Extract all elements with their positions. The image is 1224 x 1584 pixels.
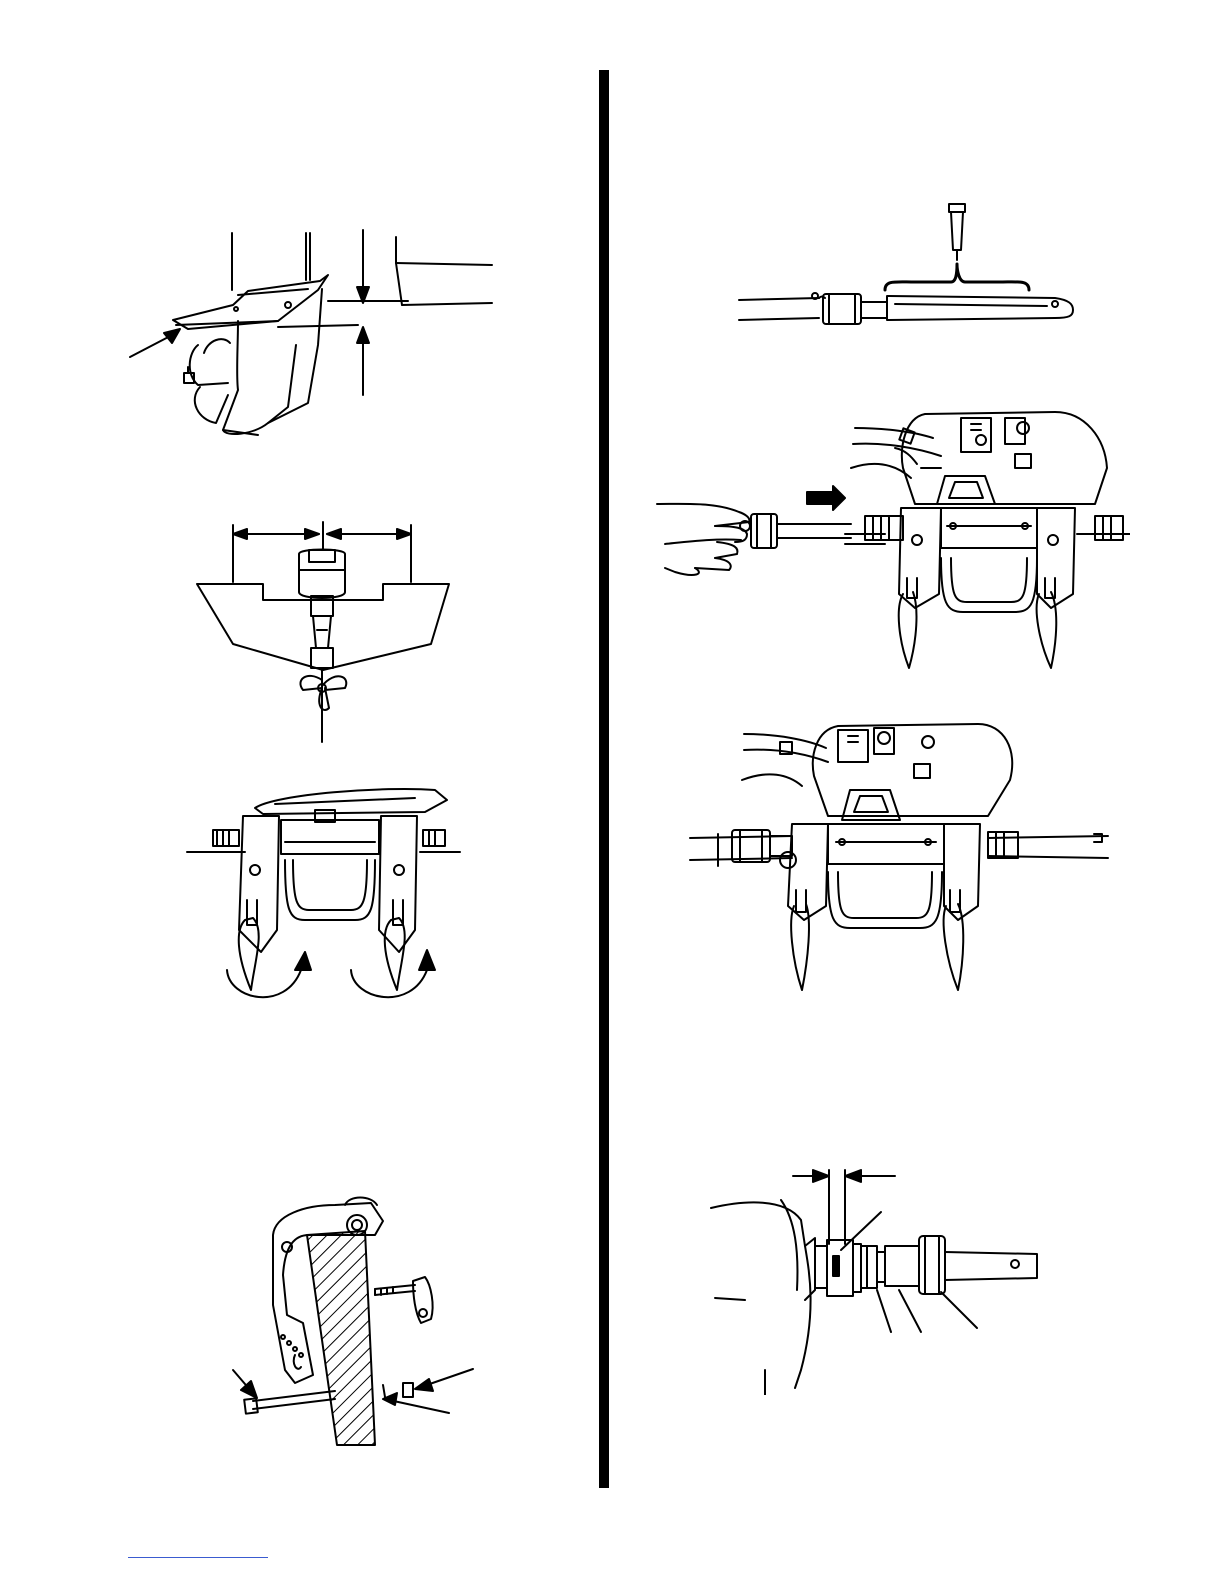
column-divider <box>599 70 609 1488</box>
transom-centerline-figure <box>195 520 455 745</box>
engine-height-figure <box>128 225 508 440</box>
footer-rule <box>128 1557 268 1558</box>
cable-end-clearance-figure <box>705 1160 1045 1395</box>
mounting-bolt-figure <box>225 1195 485 1460</box>
transom-bracket-clamps-figure <box>185 780 465 1015</box>
cable-installed-figure <box>688 720 1113 998</box>
cable-insertion-figure <box>655 408 1130 676</box>
cable-lubrication-figure <box>735 200 1080 330</box>
